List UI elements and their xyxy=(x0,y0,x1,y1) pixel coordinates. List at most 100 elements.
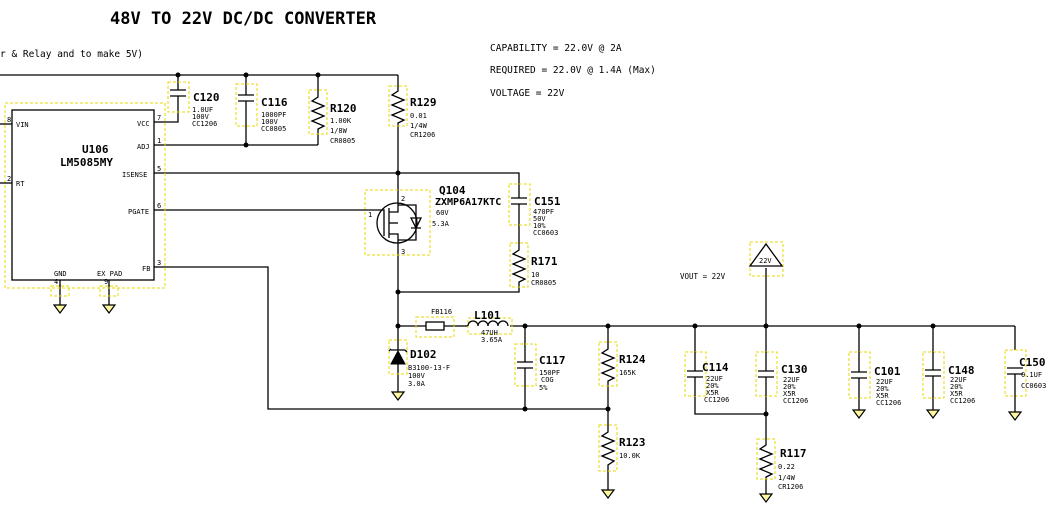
ic-u106[interactable]: U106 LM5085MY 8 VIN 2 RT 7 VCC 1 ADJ 5 I… xyxy=(0,102,166,297)
capacitor-c150[interactable]: C150 0.1UF CC0603 xyxy=(1004,349,1046,397)
pin-num-vin: 8 xyxy=(7,116,11,124)
mosfet-q104[interactable]: 1 2 3 Q104 ZXMP6A17KTC 60V 5.3A xyxy=(364,184,501,256)
r129-value: 0.01 xyxy=(410,112,427,120)
capacitor-c101[interactable]: C101 22UF 20% X5R CC1206 xyxy=(848,351,901,407)
c130-value: 22UF xyxy=(783,376,800,384)
c114-ref: C114 xyxy=(702,361,729,374)
ground-icon xyxy=(758,493,774,503)
c130-dielectric: X5R xyxy=(783,390,796,398)
r171-ref: R171 xyxy=(531,255,558,268)
resistor-r123[interactable]: R123 10.0K xyxy=(598,424,646,472)
c116-voltage: 100V xyxy=(261,118,279,126)
c151-tolerance: 10% xyxy=(533,222,546,230)
r120-package: CR0805 xyxy=(330,137,355,145)
r120-value: 1.00K xyxy=(330,117,352,125)
c114-package: CC1206 xyxy=(704,396,729,404)
c151-ref: C151 xyxy=(534,195,561,208)
pin-num-pgate: 6 xyxy=(157,202,161,210)
pin-name-rt: RT xyxy=(16,180,25,188)
pin-name-fb: FB xyxy=(142,265,150,273)
ground-icon xyxy=(101,304,117,314)
c101-package: CC1206 xyxy=(876,399,901,407)
c148-package: CC1206 xyxy=(950,397,975,405)
c151-voltage: 50V xyxy=(533,215,546,223)
diode-d102[interactable]: D102 B3100-13-F 100V 3.0A xyxy=(388,339,450,388)
pin-num-expad: 9 xyxy=(104,278,108,286)
c120-ref: C120 xyxy=(193,91,220,104)
c114-value: 22UF xyxy=(706,375,723,383)
d102-ref: D102 xyxy=(410,348,437,361)
pin-name-isense: ISENSE xyxy=(122,171,147,179)
capacitor-c148[interactable]: C148 22UF 20% X5R CC1206 xyxy=(922,351,975,405)
ic-ref: U106 xyxy=(82,143,109,156)
ferrite-fb116[interactable]: FB116 xyxy=(415,308,455,338)
c120-package: CC1206 xyxy=(192,120,217,128)
r129-ref: R129 xyxy=(410,96,437,109)
note-vout: VOUT = 22V xyxy=(680,272,726,281)
r171-value: 10 xyxy=(531,271,539,279)
capacitor-c117[interactable]: C117 150PF COG 5% xyxy=(514,343,566,392)
pin-num-adj: 1 xyxy=(157,137,161,145)
resistor-r129[interactable]: R129 0.01 1/4W CR1206 xyxy=(388,85,437,139)
c150-value: 0.1UF xyxy=(1021,371,1042,379)
resistor-r117[interactable]: R117 0.22 1/4W CR1206 xyxy=(756,438,807,491)
c148-tolerance: 20% xyxy=(950,383,963,391)
l101-current: 3.65A xyxy=(481,336,503,344)
r124-ref: R124 xyxy=(619,353,646,366)
c114-dielectric: X5R xyxy=(706,389,719,397)
fb116-ref: FB116 xyxy=(431,308,452,316)
junctions xyxy=(175,72,936,417)
c120-voltage: 100V xyxy=(192,113,210,121)
capacitor-c130[interactable]: C130 22UF 20% X5R CC1206 xyxy=(755,351,808,405)
c101-ref: C101 xyxy=(874,365,901,378)
r120-power: 1/8W xyxy=(330,127,348,135)
capacitor-c120[interactable]: C120 1.0UF 100V CC1206 xyxy=(167,81,220,128)
c148-value: 22UF xyxy=(950,376,967,384)
c114-tolerance: 20% xyxy=(706,382,719,390)
r117-package: CR1206 xyxy=(778,483,803,491)
resistor-r171[interactable]: R171 10 CR0805 xyxy=(509,242,558,288)
pin-num-gnd: 4 xyxy=(54,278,58,286)
capacitor-c114[interactable]: C114 22UF 20% X5R CC1206 xyxy=(684,351,729,404)
pin-name-gnd: GND xyxy=(54,270,67,278)
note-left-fragment: r & Relay and to make 5V) xyxy=(0,49,143,60)
r129-package: CR1206 xyxy=(410,131,435,139)
q104-voltage: 60V xyxy=(436,209,449,217)
note-voltage: VOLTAGE = 22V xyxy=(490,88,565,99)
ground-icon xyxy=(925,409,941,419)
ground-symbols xyxy=(52,304,1023,503)
pin-name-vcc: VCC xyxy=(137,120,150,128)
c101-tolerance: 20% xyxy=(876,385,889,393)
r120-ref: R120 xyxy=(330,102,357,115)
ground-icon xyxy=(390,391,406,401)
c130-tolerance: 20% xyxy=(783,383,796,391)
inductor-l101[interactable]: L101 47UH 3.65A xyxy=(467,309,513,344)
q104-ref: Q104 xyxy=(439,184,466,197)
c117-dielectric: COG xyxy=(541,376,554,384)
pin-num-isense: 5 xyxy=(157,165,161,173)
capacitor-c116[interactable]: C116 1000PF 100V CC0805 xyxy=(235,83,288,133)
l101-value: 47UH xyxy=(481,329,498,337)
c151-package: CC0603 xyxy=(533,229,558,237)
resistor-r124[interactable]: R124 165K xyxy=(598,341,646,387)
q104-pin2: 2 xyxy=(401,195,405,203)
q104-current: 5.3A xyxy=(432,220,450,228)
r117-value: 0.22 xyxy=(778,463,795,471)
c150-ref: C150 xyxy=(1019,356,1046,369)
c101-value: 22UF xyxy=(876,378,893,386)
pin-name-adj: ADJ xyxy=(137,143,150,151)
ground-icon xyxy=(52,304,68,314)
note-required: REQUIRED = 22.0V @ 1.4A (Max) xyxy=(490,65,656,76)
c116-ref: C116 xyxy=(261,96,288,109)
c116-package: CC0805 xyxy=(261,125,286,133)
capacitor-c151[interactable]: C151 470PF 50V 10% CC0603 xyxy=(508,183,561,237)
schematic-title: 48V TO 22V DC/DC CONVERTER xyxy=(110,9,377,29)
resistor-r120[interactable]: R120 1.00K 1/8W CR0805 xyxy=(308,89,357,145)
pin-name-expad: EX PAD xyxy=(97,270,122,278)
c117-ref: C117 xyxy=(539,354,566,367)
d102-part: B3100-13-F xyxy=(408,364,450,372)
power-flag-22v[interactable]: 22V xyxy=(748,241,784,277)
ic-part: LM5085MY xyxy=(60,156,113,169)
c117-value: 150PF xyxy=(539,369,560,377)
